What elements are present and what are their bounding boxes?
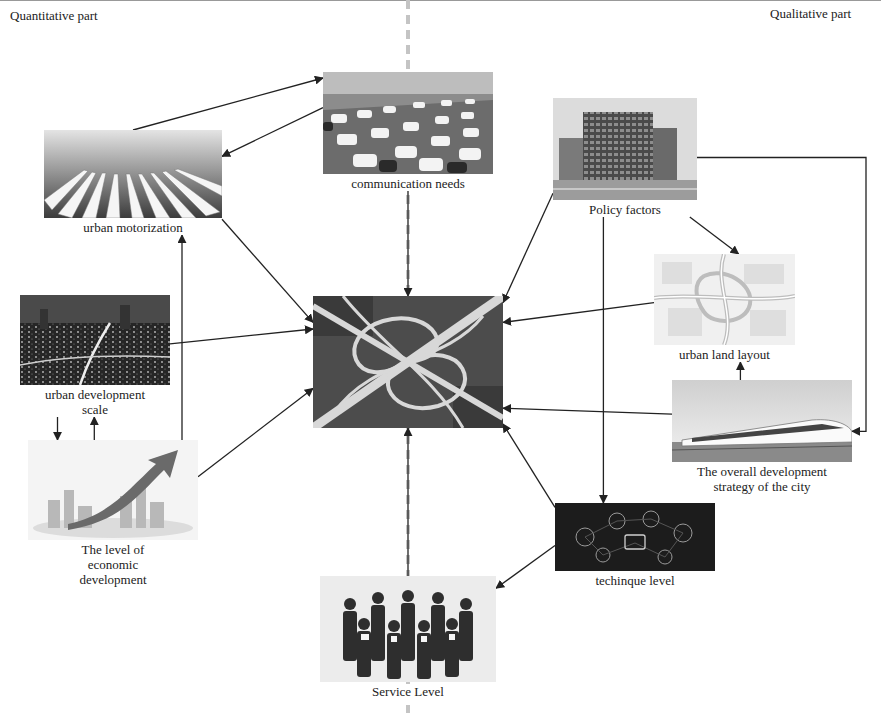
picture-node: The overall development strategy of the … — [672, 380, 852, 494]
picture-node: Policy factors — [553, 98, 697, 217]
train-photo — [672, 380, 852, 462]
connector-arrow — [407, 428, 408, 576]
connector-arrow — [170, 329, 313, 344]
node-label: The level of economic development — [59, 542, 168, 587]
connector-arrow — [222, 108, 323, 157]
top-rule — [0, 0, 881, 1]
picture-frame — [320, 576, 496, 682]
map-image — [654, 254, 795, 345]
trains-photo — [44, 130, 222, 218]
picture-node: urban motorization — [44, 130, 222, 235]
connector-arrow — [496, 546, 555, 589]
connector-arrow — [407, 191, 408, 296]
growth-image — [28, 440, 198, 540]
node-label: communication needs — [349, 176, 467, 191]
node-label: The overall development strategy of the … — [693, 464, 832, 494]
part-label: Quantitative part — [8, 8, 100, 23]
part-label: Qualitative part — [768, 6, 853, 21]
picture-node: urban development scale — [20, 295, 170, 417]
picture-frame — [313, 296, 503, 428]
picture-frame — [28, 440, 198, 540]
night-city-photo — [20, 295, 170, 385]
node-label: Policy factors — [587, 202, 663, 217]
node-label: Service Level — [370, 684, 446, 699]
connector-arrow — [133, 78, 323, 130]
picture-frame — [20, 295, 170, 385]
connector-arrow — [503, 303, 654, 323]
connector-arrow — [222, 219, 313, 322]
traffic-photo — [323, 72, 493, 174]
connector-arrow — [198, 388, 313, 476]
picture-frame — [44, 130, 222, 218]
picture-frame — [555, 503, 715, 571]
node-label: urban land layout — [677, 347, 772, 362]
node-label: techinque level — [593, 573, 676, 588]
picture-node — [313, 296, 503, 428]
picture-frame — [553, 98, 697, 200]
connector-arrow — [503, 424, 555, 507]
connector-arrow — [503, 408, 672, 414]
connector-arrow — [603, 217, 604, 503]
staff-photo — [320, 576, 496, 682]
picture-node: urban land layout — [654, 254, 795, 362]
picture-node: communication needs — [323, 72, 493, 191]
picture-node: Service Level — [320, 576, 496, 699]
technology-image — [555, 503, 715, 571]
picture-node: The level of economic development — [28, 440, 198, 587]
connector-arrow — [94, 417, 95, 440]
interchange-photo — [313, 296, 503, 428]
picture-frame — [654, 254, 795, 345]
connector-arrow — [740, 362, 741, 380]
node-label: urban motorization — [81, 220, 184, 235]
connector-arrow — [690, 217, 739, 254]
connector-arrow — [57, 417, 58, 440]
building-photo — [553, 98, 697, 200]
picture-frame — [323, 72, 493, 174]
node-label: urban development scale — [33, 387, 157, 417]
connector-arrow — [503, 193, 553, 302]
picture-node: techinque level — [555, 503, 715, 588]
picture-frame — [672, 380, 852, 462]
connector-arrow — [181, 235, 182, 440]
